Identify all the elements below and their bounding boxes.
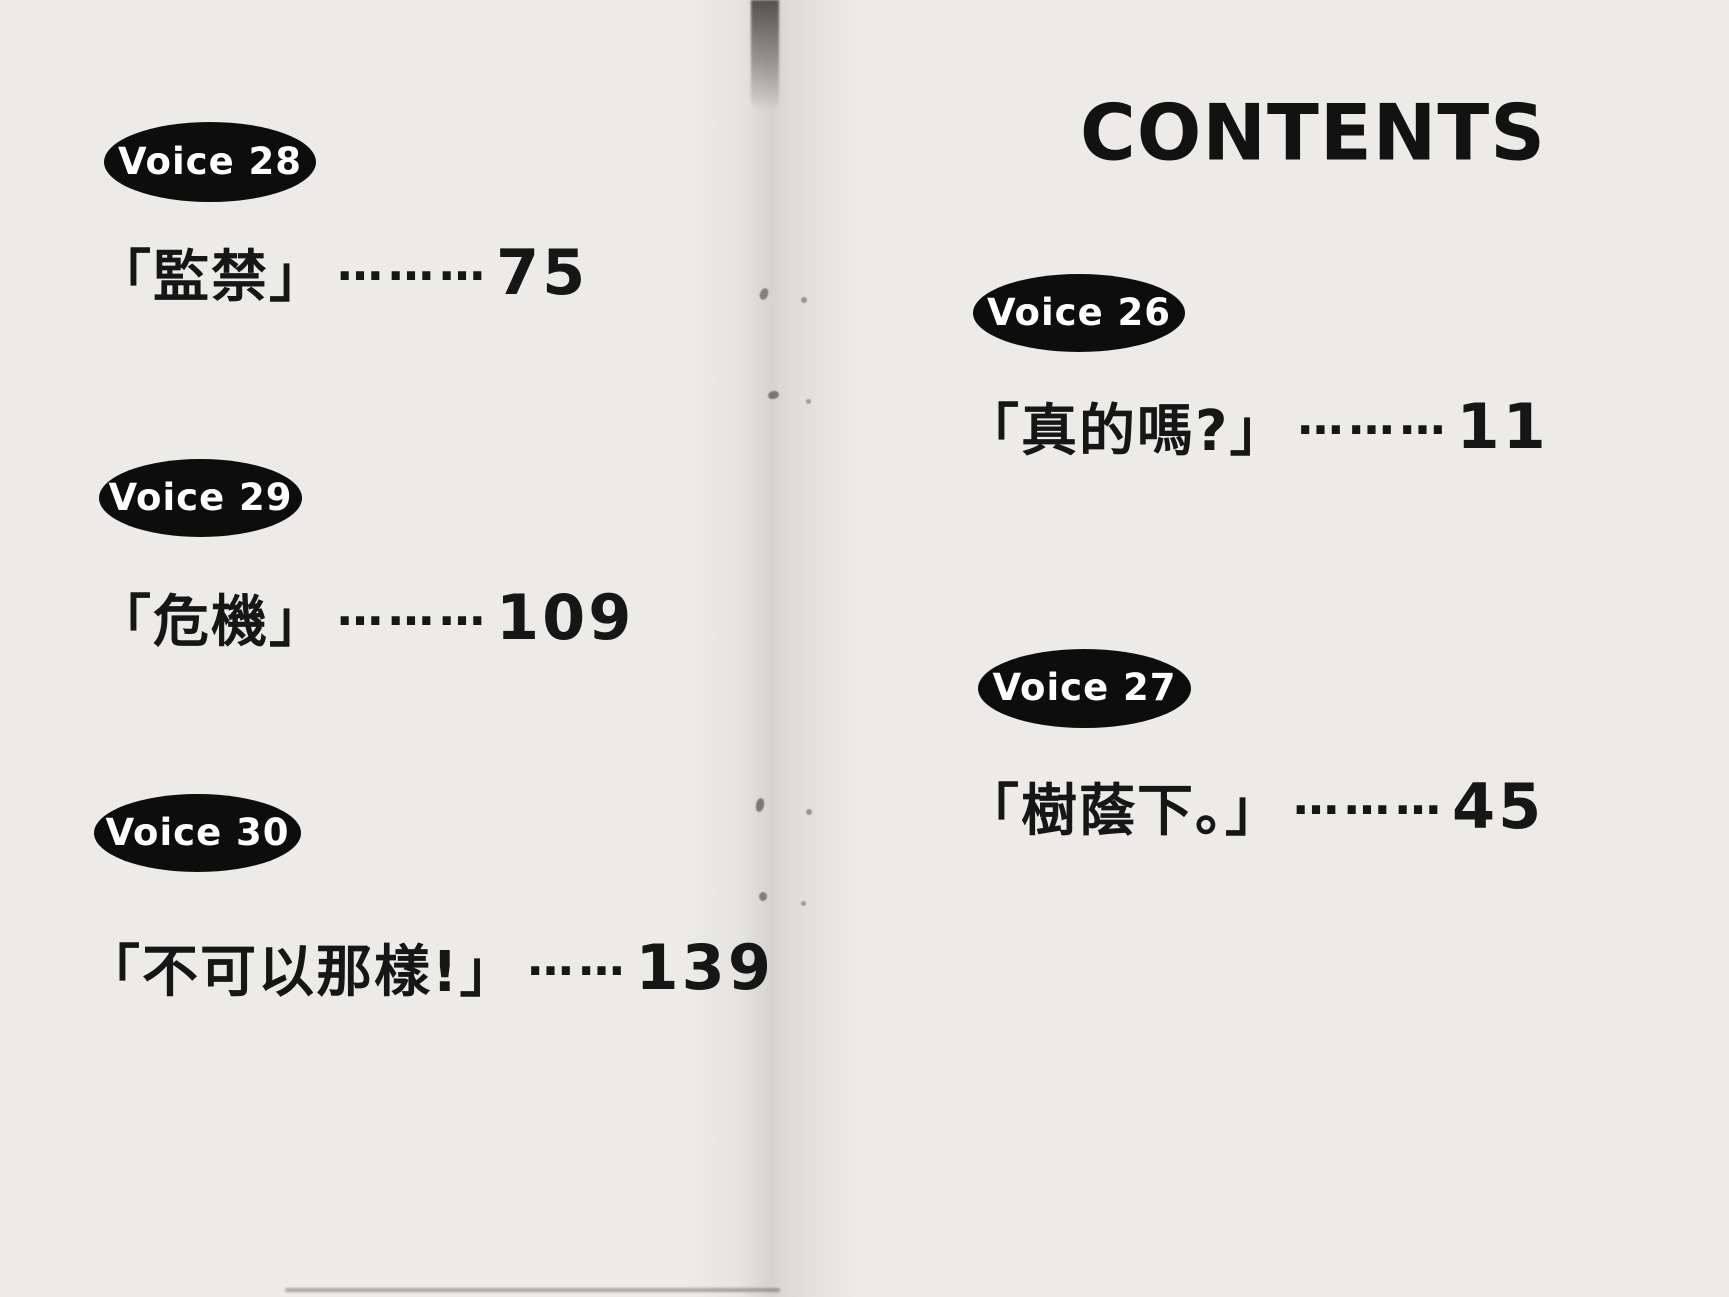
voice-badge-26: Voice 26: [973, 274, 1185, 352]
gutter-shadow-strip: [751, 0, 779, 110]
ink-smudge: [758, 286, 770, 302]
ink-smudge: [767, 389, 780, 401]
voice-badge-label: Voice 29: [108, 475, 293, 519]
toc-entry-voice-30: 「不可以那樣!」 …… 139: [84, 927, 774, 1008]
page-number: 75: [496, 236, 589, 309]
ink-smudge: [801, 901, 806, 906]
center-fold-shadow: [690, 0, 860, 1297]
leader-dots: ………: [1297, 390, 1451, 445]
page-number: 139: [635, 931, 774, 1004]
entry-title: 「樹蔭下。」: [963, 779, 1283, 844]
page-number: 109: [496, 581, 635, 654]
toc-entry-voice-27: 「樹蔭下。」 ……… 45: [963, 766, 1544, 847]
entry-title: 「危機」: [95, 590, 327, 655]
voice-badge-28: Voice 28: [104, 122, 316, 202]
voice-badge-label: Voice 26: [986, 290, 1172, 334]
toc-entry-voice-28: 「監禁」 ……… 75: [95, 232, 588, 313]
contents-title: CONTENTS: [1080, 87, 1546, 178]
page-number: 11: [1456, 390, 1549, 463]
toc-entry-voice-26: 「真的嗎?」 ……… 11: [963, 386, 1549, 467]
ink-smudge: [806, 399, 811, 404]
leader-dots: ………: [1293, 770, 1446, 825]
leader-dots: ………: [337, 236, 490, 291]
entry-title: 「不可以那樣!」: [84, 940, 518, 1005]
ink-smudge: [801, 297, 807, 303]
voice-badge-30: Voice 30: [94, 794, 301, 872]
voice-badge-27: Voice 27: [978, 649, 1191, 728]
ink-smudge: [754, 797, 766, 813]
voice-badge-label: Voice 30: [105, 810, 290, 854]
ink-smudge: [806, 809, 812, 815]
voice-badge-label: Voice 28: [117, 139, 303, 183]
voice-badge-label: Voice 27: [992, 666, 1177, 709]
ink-smudge: [759, 892, 767, 901]
voice-badge-29: Voice 29: [99, 459, 302, 537]
page-number: 45: [1452, 770, 1545, 843]
entry-title: 「真的嗎?」: [963, 399, 1288, 464]
leader-dots: ……: [527, 931, 630, 986]
page-bottom-shadow: [285, 1288, 780, 1292]
leader-dots: ………: [337, 581, 490, 636]
toc-entry-voice-29: 「危機」 ……… 109: [95, 577, 634, 658]
entry-title: 「監禁」: [95, 245, 327, 310]
